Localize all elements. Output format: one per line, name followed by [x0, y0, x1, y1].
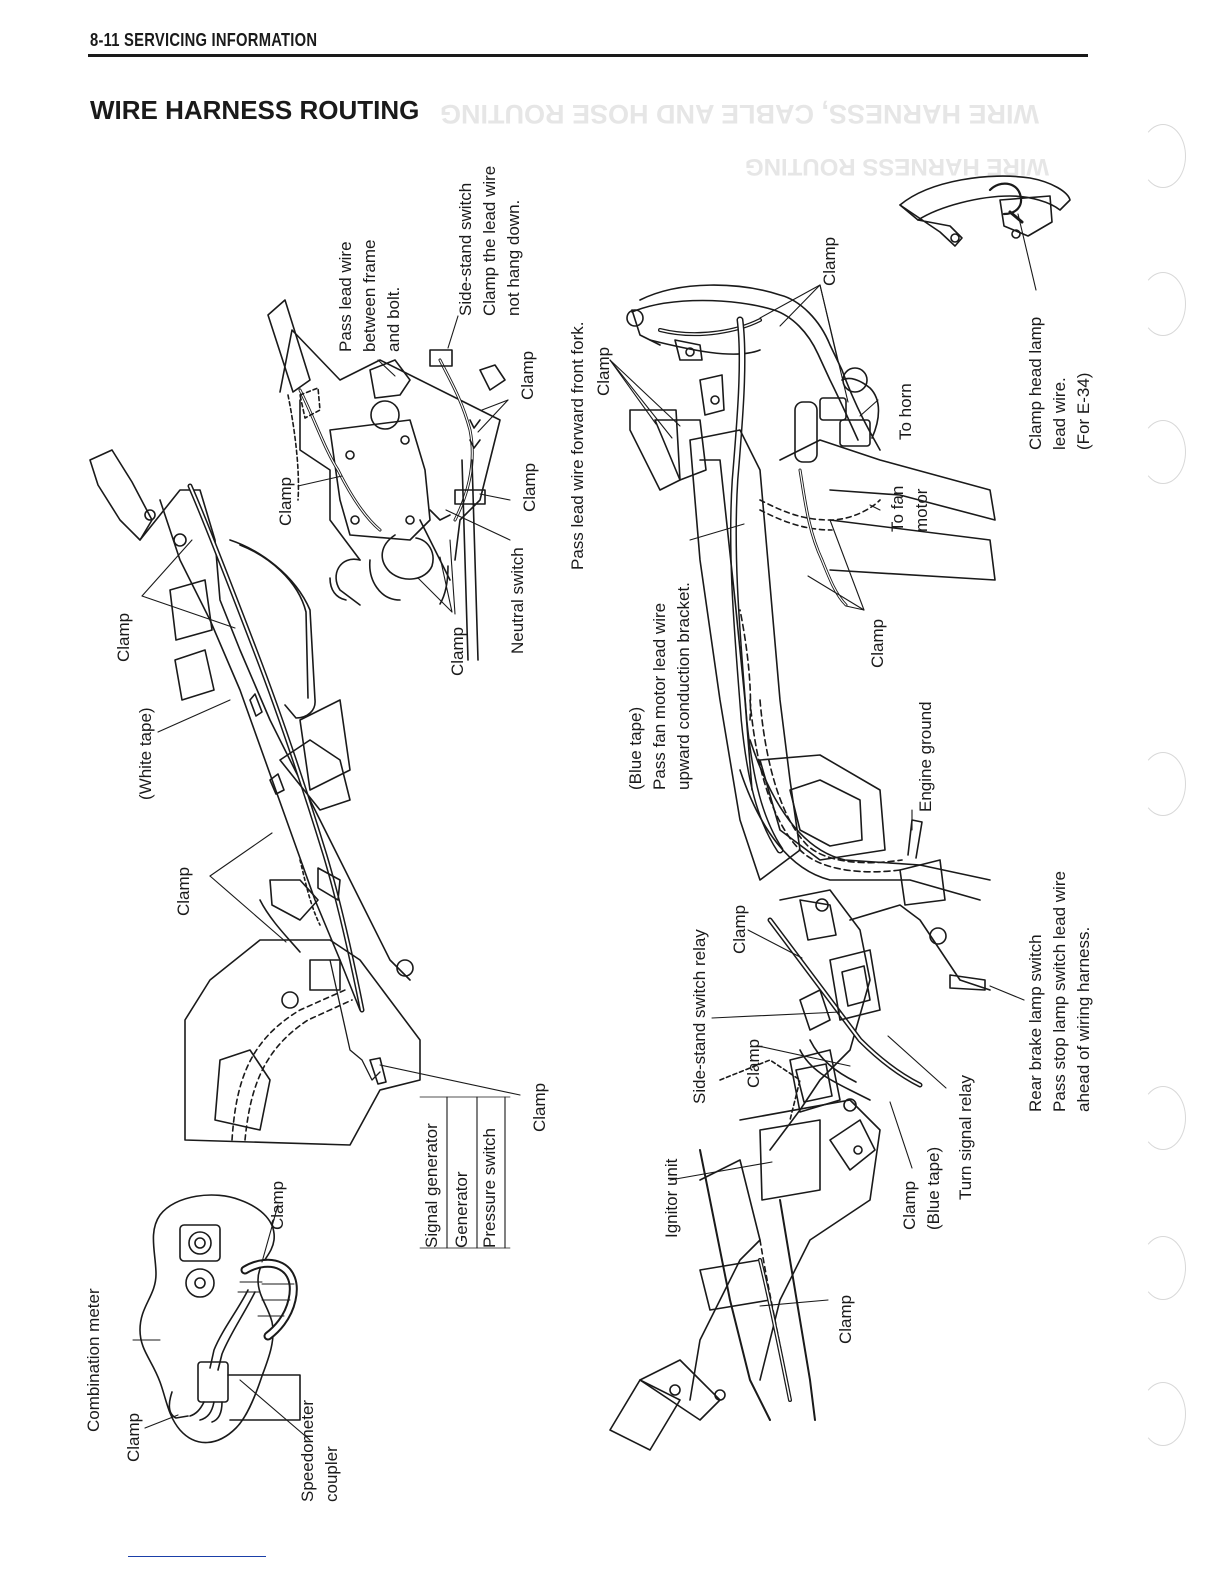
label-clamp-meter: Clamp: [124, 1412, 143, 1462]
label-clamp-blue-tape: Clamp (Blue tape): [900, 1146, 943, 1230]
label-side-stand-switch: Side-stand switch Clamp the lead wire no…: [456, 165, 523, 316]
label-clamp-engine-mid: Clamp: [520, 462, 539, 512]
label-clamp-engine-left: Clamp: [276, 476, 295, 526]
label-clamp-relay-lower: Clamp: [744, 1038, 763, 1088]
label-signal-generator: Signal generator: [422, 1123, 441, 1248]
binder-hole: [1140, 1086, 1186, 1150]
label-engine-ground: Engine ground: [916, 701, 935, 812]
label-side-stand-switch-relay: Side-stand switch relay: [690, 929, 709, 1104]
head-lamp-clamp-drawing: [899, 175, 1071, 247]
label-clamp-engine-top: Clamp: [518, 350, 537, 400]
binder-hole: [1140, 124, 1186, 188]
engine-detail-drawing: [267, 299, 506, 661]
page-header: 8-11 SERVICING INFORMATION: [88, 28, 1088, 58]
label-rear-brake-lamp-switch: Rear brake lamp switch Pass stop lamp sw…: [1026, 871, 1093, 1112]
combination-meter-drawing: [139, 1194, 301, 1444]
label-clamp-meter-top: Clamp: [268, 1180, 287, 1230]
label-clamp-engine-bottom: Clamp: [448, 626, 467, 676]
label-pass-lead-wire-front-fork: Pass lead wire forward front fork.: [568, 321, 587, 570]
header-rule: [88, 54, 1088, 57]
footer-rule: [128, 1556, 266, 1557]
label-pass-lead-wire-frame-bolt: Pass lead wire between frame and bolt.: [336, 239, 403, 352]
label-neutral-switch: Neutral switch: [508, 547, 527, 654]
label-generator: Generator: [452, 1171, 471, 1248]
binder-hole: [1140, 272, 1186, 336]
label-blue-tape-fan-motor: (Blue tape) Pass fan motor lead wire upw…: [626, 582, 693, 790]
label-clamp-fan: Clamp: [868, 618, 887, 668]
label-clamp-head-lamp: Clamp head lamp lead wire. (For E-34): [1026, 316, 1093, 450]
label-to-horn: To horn: [896, 383, 915, 440]
label-clamp-bottom: Clamp: [836, 1294, 855, 1344]
label-clamp-relay-upper: Clamp: [730, 904, 749, 954]
label-speedometer-coupler: Speedometer coupler: [298, 1399, 341, 1502]
label-white-tape: (White tape): [136, 707, 155, 800]
label-clamp-top-right: Clamp: [820, 236, 839, 286]
label-clamp-signal-generator: Clamp: [530, 1082, 549, 1132]
binder-hole: [1140, 752, 1186, 816]
binder-hole: [1140, 420, 1186, 484]
label-clamp-upper-left: Clamp: [114, 612, 133, 662]
header-text: 8-11 SERVICING INFORMATION: [90, 30, 318, 50]
label-turn-signal-relay: Turn signal relay: [956, 1074, 975, 1200]
left-frame-drawing: [89, 449, 421, 1146]
binder-hole: [1140, 1236, 1186, 1300]
label-clamp-mid-left: Clamp: [174, 866, 193, 916]
label-pressure-switch: Pressure switch: [480, 1128, 499, 1248]
label-combination-meter: Combination meter: [84, 1288, 103, 1432]
label-ignitor-unit: Ignitor unit: [662, 1158, 681, 1238]
binder-hole: [1140, 1382, 1186, 1446]
leader-lines: [132, 213, 1037, 1441]
section-title: WIRE HARNESS ROUTING: [90, 95, 420, 125]
label-to-fan-motor: To fan motor: [888, 485, 931, 532]
right-frame-drawing: [609, 284, 996, 1451]
label-clamp-fork: Clamp: [594, 346, 613, 396]
